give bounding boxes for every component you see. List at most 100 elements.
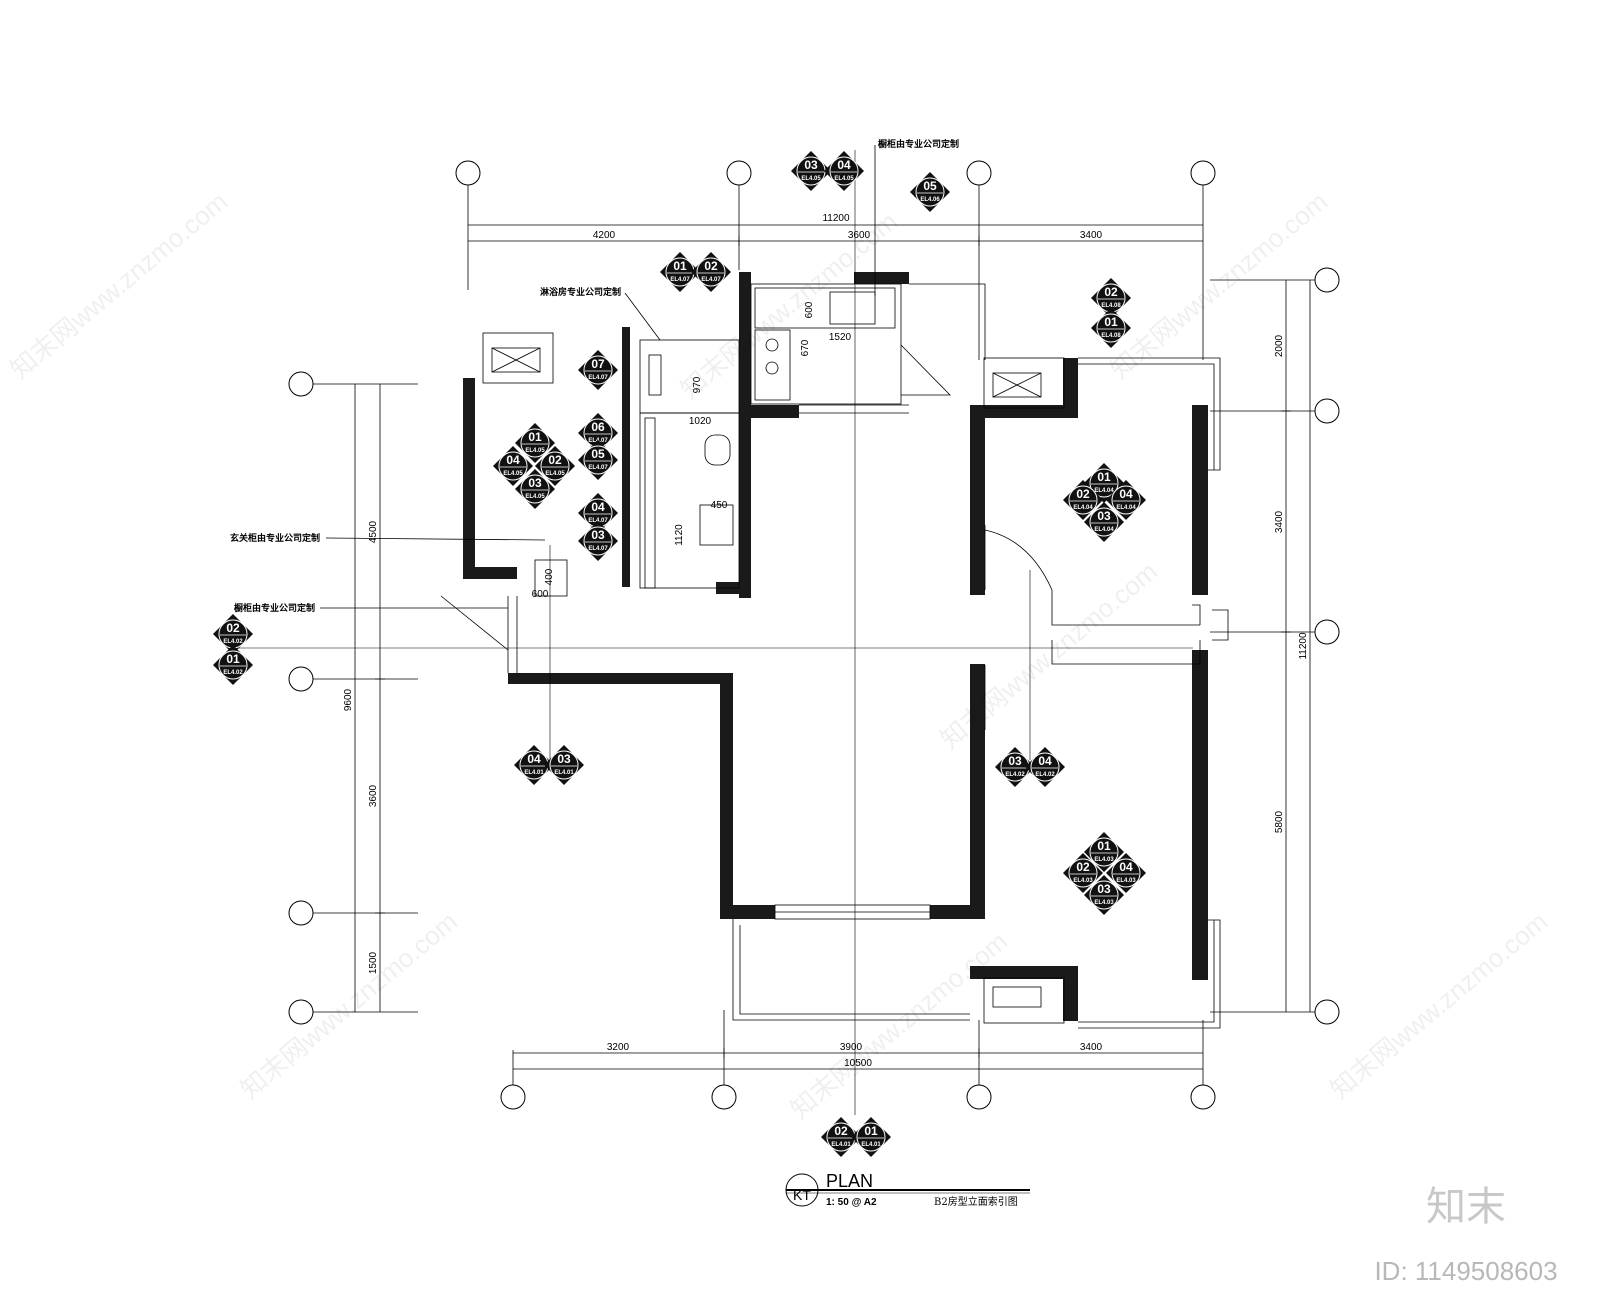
tag-sheet: EL4.01 xyxy=(524,770,544,776)
tag-sheet: EL4.01 xyxy=(861,1142,881,1148)
dim-kitchen-670: 670 xyxy=(800,339,811,356)
dim-left-c: 1500 xyxy=(368,951,379,974)
tag-number: 03 xyxy=(528,476,542,490)
watermark-text: 知末网www.znzmo.com xyxy=(1325,906,1553,1104)
dim-right-total: 11200 xyxy=(1298,632,1309,660)
tag-circle xyxy=(583,445,613,475)
tag-number: 04 xyxy=(1119,860,1133,874)
tag-number: 03 xyxy=(804,158,818,172)
tag-number: 01 xyxy=(1097,470,1111,484)
tag-circle xyxy=(1089,468,1119,498)
watermark-brand: 知末 xyxy=(1426,1184,1506,1230)
dim-top-a: 4200 xyxy=(593,230,616,241)
tag-number: 01 xyxy=(1097,839,1111,853)
tag-sheet: EL4.04 xyxy=(1094,488,1114,494)
tag-circle xyxy=(583,526,613,556)
tag-number: 04 xyxy=(506,453,520,467)
tag-sheet: EL4.05 xyxy=(834,176,854,182)
tag-circle xyxy=(498,451,528,481)
tag-circle xyxy=(1089,880,1119,910)
tag-circle xyxy=(540,451,570,481)
tag-number: 02 xyxy=(1104,285,1118,299)
dim-bath-1020: 1020 xyxy=(689,416,712,427)
dim-entry-600: 600 xyxy=(532,589,549,600)
tag-number: 01 xyxy=(673,259,687,273)
dim-kitchen-600: 600 xyxy=(804,301,815,318)
tag-sheet: EL4.04 xyxy=(1094,527,1114,533)
dim-top-b: 3600 xyxy=(848,230,871,241)
tag-number: 05 xyxy=(923,179,937,193)
tag-circle xyxy=(696,257,726,287)
tag-number: 03 xyxy=(557,752,571,766)
dim-bath-450: 450 xyxy=(711,500,728,511)
title-block xyxy=(785,1173,1030,1207)
tag-circle xyxy=(549,750,579,780)
tag-number: 06 xyxy=(591,420,605,434)
watermark-id: ID: 1149508603 xyxy=(1374,1256,1557,1286)
dim-right-a: 2000 xyxy=(1274,334,1285,357)
tag-number: 01 xyxy=(864,1124,878,1138)
tag-circle xyxy=(520,474,550,504)
dim-entry-400: 400 xyxy=(544,568,555,585)
tag-sheet: EL4.03 xyxy=(1094,857,1114,863)
watermark-text: 知末网www.znzmo.com xyxy=(235,906,463,1104)
tag-circle xyxy=(1096,313,1126,343)
note-leaders xyxy=(320,145,876,609)
tag-number: 01 xyxy=(1104,315,1118,329)
tag-sheet: EL4.05 xyxy=(503,471,523,477)
tag-number: 03 xyxy=(1097,509,1111,523)
tag-sheet: EL4.08 xyxy=(1101,333,1121,339)
tag-circle xyxy=(583,355,613,385)
axis-bubbles xyxy=(288,160,1340,1110)
walls xyxy=(463,272,1208,1021)
dim-right-c: 5800 xyxy=(1274,810,1285,833)
tag-number: 02 xyxy=(834,1124,848,1138)
tag-sheet: EL4.02 xyxy=(1005,772,1025,778)
tag-circle xyxy=(218,650,248,680)
dim-top-total: 11200 xyxy=(822,213,850,224)
note-entry-cabinet: 玄关柜由专业公司定制 xyxy=(230,532,320,544)
tag-circle xyxy=(520,428,550,458)
dim-kitchen-width: 1520 xyxy=(829,332,852,343)
tag-sheet: EL4.04 xyxy=(1073,505,1093,511)
title-badge: KT xyxy=(793,1187,811,1203)
tag-sheet: EL4.05 xyxy=(525,494,545,500)
tag-sheet: EL4.03 xyxy=(1116,878,1136,884)
tag-number: 02 xyxy=(704,259,718,273)
tag-circle xyxy=(829,156,859,186)
dim-top-c: 3400 xyxy=(1080,230,1103,241)
tag-circle xyxy=(1089,837,1119,867)
watermark-text: 知末网www.znzmo.com xyxy=(935,556,1163,754)
tag-circle xyxy=(1089,507,1119,537)
tag-circle xyxy=(1068,485,1098,515)
tag-sheet: EL4.07 xyxy=(588,375,608,381)
dim-bottom-total: 10500 xyxy=(844,1058,872,1069)
tag-number: 04 xyxy=(527,752,541,766)
tag-number: 05 xyxy=(591,447,605,461)
tag-number: 07 xyxy=(591,357,605,371)
dim-bottom-b: 3900 xyxy=(840,1042,863,1053)
tag-sheet: EL4.02 xyxy=(223,670,243,676)
dim-bottom-c: 3400 xyxy=(1080,1042,1103,1053)
tag-sheet: EL4.07 xyxy=(588,546,608,552)
watermark-text: 知末网www.znzmo.com xyxy=(675,206,903,404)
center-lines xyxy=(236,150,1193,1115)
tag-sheet: EL4.07 xyxy=(701,277,721,283)
dimension-lines xyxy=(354,224,1311,1070)
tag-number: 02 xyxy=(1076,860,1090,874)
tag-sheet: EL4.05 xyxy=(545,471,565,477)
